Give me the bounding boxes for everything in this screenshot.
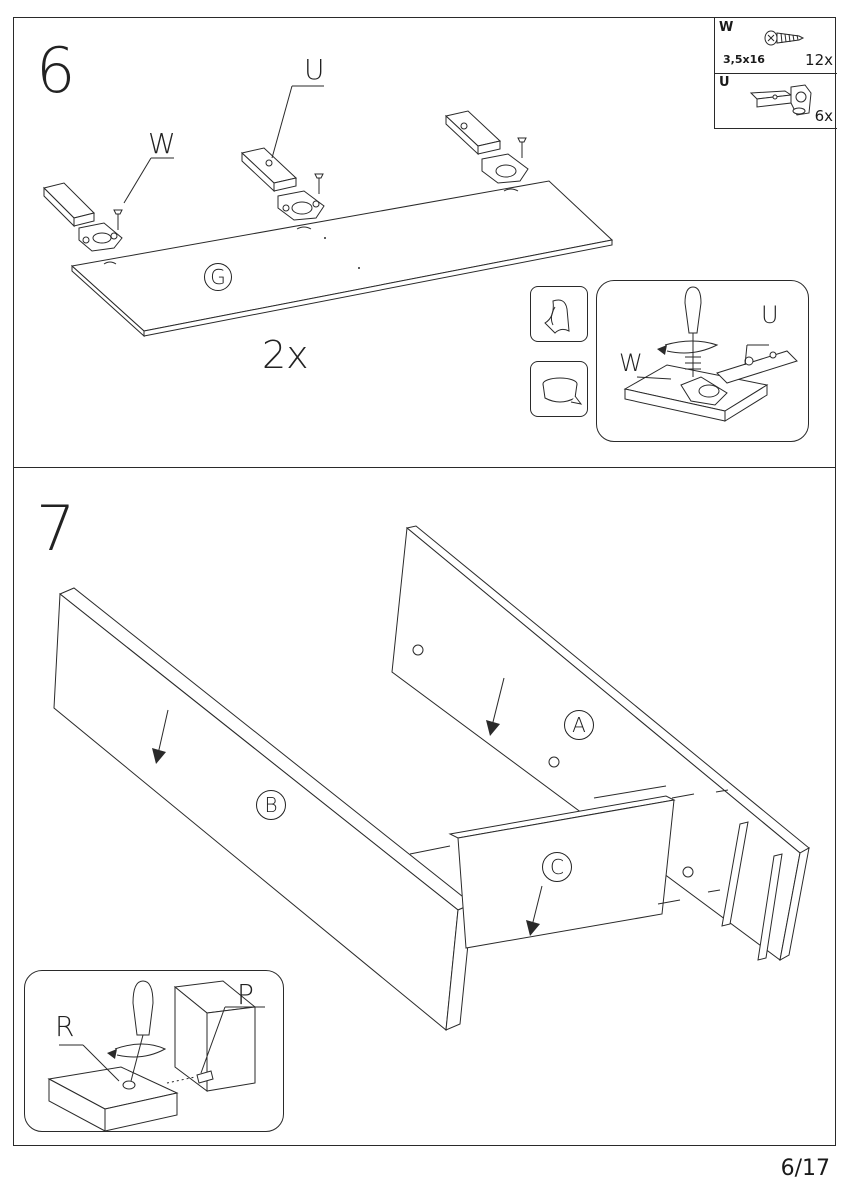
panel-c-marker: C — [542, 852, 572, 882]
inset-label-u: U — [761, 301, 779, 329]
hinge-icon — [749, 84, 812, 116]
panel-b-marker: B — [256, 790, 286, 820]
parts-legend: W 3,5x16 12x U 6x — [714, 18, 837, 129]
screw-icon — [764, 30, 805, 46]
part-qty: 6x — [814, 107, 833, 125]
panel-b-label: B — [264, 793, 278, 817]
step-6-panel: 6 W 3,5x16 12x U 6x — [13, 17, 837, 468]
inset-label-r: R — [55, 1010, 75, 1043]
inset-label-w: W — [619, 349, 643, 377]
hinge-left — [43, 182, 123, 252]
panel-a-label: A — [572, 713, 586, 737]
quantity-label: 2x — [262, 333, 309, 377]
glue-icon — [530, 286, 588, 342]
panel-a-marker: A — [564, 710, 594, 740]
part-letter: U — [719, 75, 730, 90]
hinge-mounting-illustration — [43, 85, 614, 338]
part-row-u: U 6x — [715, 73, 837, 128]
step-number: 6 — [36, 34, 76, 107]
part-letter: W — [719, 20, 734, 35]
step6-detail-inset: U W — [596, 280, 809, 442]
inset-label-p: P — [237, 978, 254, 1011]
tape-icon — [530, 361, 588, 417]
step-7-panel: 7 A B C — [13, 467, 836, 1146]
label-w: W — [148, 127, 176, 160]
part-row-w: W 3,5x16 12x — [715, 18, 837, 74]
hinge-right — [444, 110, 529, 184]
hinge-middle — [240, 147, 325, 221]
panel-g-label: G — [210, 265, 226, 289]
panel-c-label: C — [550, 855, 564, 879]
step7-detail-inset: P R — [24, 970, 284, 1132]
part-qty: 12x — [805, 51, 833, 69]
cam-lock-detail — [47, 980, 265, 1132]
screwdriver-detail — [623, 286, 798, 422]
part-spec: 3,5x16 — [723, 53, 765, 66]
page-number: 6/17 — [780, 1156, 830, 1181]
carcass-assembly-illustration — [53, 525, 810, 1031]
label-u: U — [304, 53, 325, 86]
step-number: 7 — [36, 492, 76, 565]
panel-g-marker: G — [204, 263, 232, 291]
